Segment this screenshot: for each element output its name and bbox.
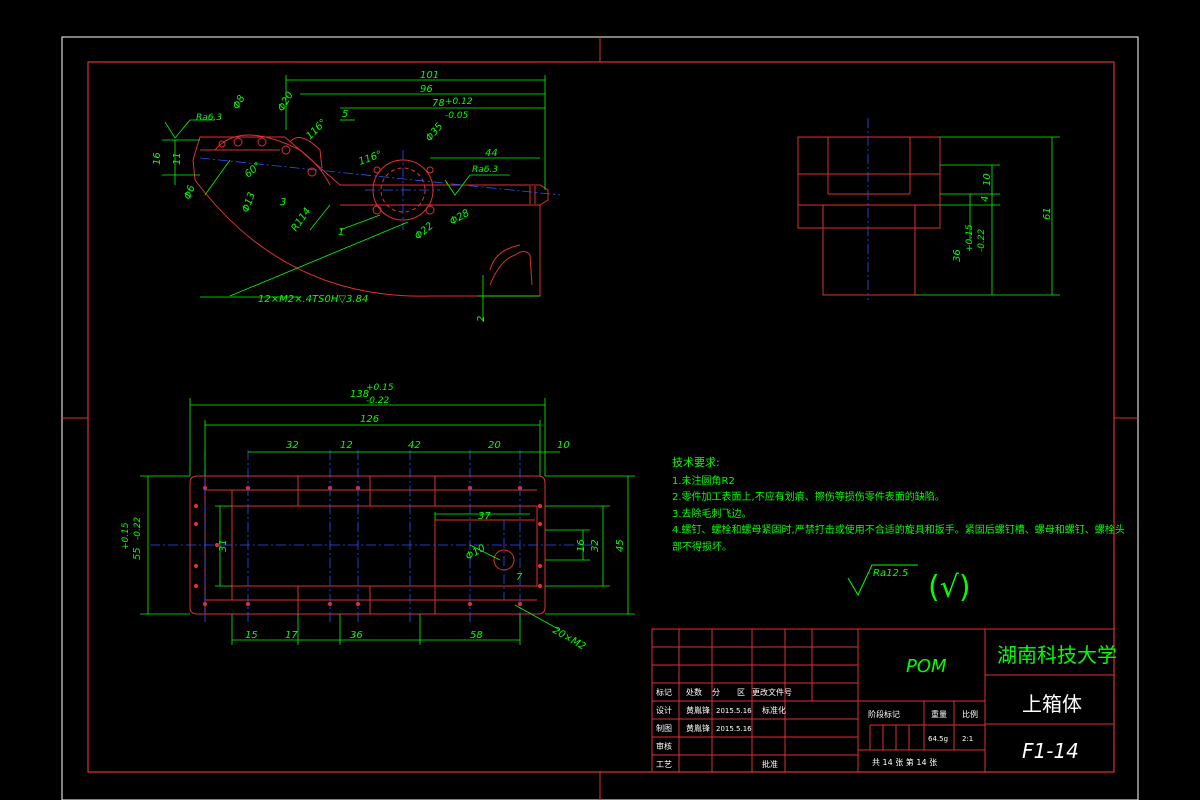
dim-101: 101 xyxy=(420,70,439,81)
side-dim-10: 10 xyxy=(982,173,993,186)
tb-r3-c2: 黄胤锋 xyxy=(686,723,710,733)
tb-weight-value: 64.5g xyxy=(928,735,948,743)
tech-req-item-3: 3.去除毛刺飞边。 xyxy=(672,507,752,520)
dim-3: 3 xyxy=(280,197,286,208)
tb-r1-c5: 更改文件号 xyxy=(752,687,792,697)
tb-part-name: 上箱体 xyxy=(1022,692,1082,716)
front-dim-45: 45 xyxy=(615,539,626,552)
front-dim-phi10: Φ10 xyxy=(464,543,487,563)
front-dim-55-tol-dn: -0.22 xyxy=(133,516,143,540)
front-dim-138: 138 xyxy=(350,389,369,400)
side-dim-61: 61 xyxy=(1042,207,1053,220)
tech-req-item-5: 部不得损坏。 xyxy=(672,540,732,553)
dim-phi8: Φ8 xyxy=(231,94,248,112)
front-dim-138-tol-up: +0.15 xyxy=(366,383,394,393)
tb-sheet: 共 14 张 第 14 张 xyxy=(872,757,937,767)
dim-phi13: Φ13 xyxy=(240,191,257,214)
front-dim-16: 16 xyxy=(576,539,587,552)
tb-school: 湖南科技大学 xyxy=(997,643,1117,667)
tb-scale-value: 2:1 xyxy=(962,735,973,743)
dim-5: 5 xyxy=(342,109,348,120)
tb-r1-c4: 区 xyxy=(737,688,745,697)
front-dim-31: 31 xyxy=(218,539,229,552)
tb-r2-c4: 标准化 xyxy=(762,705,786,715)
dim-phi22: Φ22 xyxy=(413,221,436,243)
dim-78: 78 xyxy=(432,98,445,109)
front-dim-7: 7 xyxy=(516,572,523,583)
front-dim-10: 10 xyxy=(557,440,570,451)
tb-r1-c1: 标记 xyxy=(656,687,672,697)
dim-78-tol-up: +0.12 xyxy=(445,97,473,107)
roughness-symbol xyxy=(847,564,918,597)
dim-phi28: Φ28 xyxy=(448,208,471,228)
dim-78-tol-dn: -0.05 xyxy=(445,111,469,121)
front-dim-chamfer: 20×M2 xyxy=(551,625,588,653)
front-dim-55: 55 xyxy=(132,547,143,560)
front-view: 138 +0.15 -0.22 126 32 12 42 20 10 37 55… xyxy=(121,383,635,653)
tech-req-item-2: 2.零件加工表面上,不应有划痕、擦伤等损伤零件表面的缺陷。 xyxy=(672,490,945,503)
front-dim-126: 126 xyxy=(360,414,379,425)
dim-60: 60° xyxy=(243,160,264,180)
front-dim-58: 58 xyxy=(470,630,483,641)
dim-11: 11 xyxy=(172,152,183,165)
roughness-mark: (√) xyxy=(928,570,971,605)
thread-callout: 12×M2×.4TS0H▽3.84 xyxy=(258,294,368,305)
dim-96: 96 xyxy=(420,84,433,95)
dim-phi35: Φ35 xyxy=(424,121,446,144)
dim-116b: 116° xyxy=(357,149,383,168)
tb-r1-c2: 处数 xyxy=(686,687,702,697)
tb-scale-label: 比例 xyxy=(962,709,978,719)
front-dim-32b: 32 xyxy=(590,539,601,552)
roughness-b: Ra6.3 xyxy=(472,165,498,175)
front-dim-36: 36 xyxy=(350,630,363,641)
side-dim-36: 36 xyxy=(952,249,963,262)
tech-req-item-4: 4.螺钉、螺栓和螺母紧固时,严禁打击或使用不合适的旋具和扳手。紧固后螺钉槽、螺母… xyxy=(672,523,1125,536)
tb-r2-c3: 2015.5.16 xyxy=(716,707,752,715)
roughness-value: Ra12.5 xyxy=(873,568,908,579)
tech-req-item-1: 1.未注圆角R2 xyxy=(672,474,735,487)
front-dim-15: 15 xyxy=(245,630,258,641)
front-dim-20: 20 xyxy=(488,440,501,451)
tb-r2-c2: 黄胤锋 xyxy=(686,705,710,715)
tb-material: POM xyxy=(906,656,947,677)
tb-r2-c1: 设计 xyxy=(656,705,672,715)
tb-r5-c2: 批准 xyxy=(762,759,778,769)
dim-phi20: Φ20 xyxy=(276,90,296,113)
tb-r4-c1: 审核 xyxy=(656,741,672,751)
dim-44: 44 xyxy=(485,148,498,159)
dim-r114: R114 xyxy=(289,206,313,234)
dim-2: 2 xyxy=(476,316,487,322)
side-dim-36-tol-up: +0.15 xyxy=(965,224,975,252)
tb-r3-c3: 2015.5.16 xyxy=(716,725,752,733)
dim-phi6: Φ6 xyxy=(182,184,197,201)
side-dim-36-tol-dn: -0.22 xyxy=(977,228,987,252)
title-block: POM 湖南科技大学 上箱体 F1-14 标记 处数 分 区 更改文件号 设计 … xyxy=(651,628,1117,773)
front-dim-37: 37 xyxy=(478,511,491,522)
top-view: 101 96 78 +0.12 -0.05 44 5 16 11 Φ8 Φ20 … xyxy=(152,70,561,322)
tb-r1-c3: 分 xyxy=(712,688,720,697)
tech-req-title: 技术要求: xyxy=(672,456,720,469)
dim-116a: 116° xyxy=(304,117,329,142)
front-dim-32: 32 xyxy=(286,440,299,451)
tech-requirements: 技术要求: 1.未注圆角R2 2.零件加工表面上,不应有划痕、擦伤等损伤零件表面… xyxy=(672,456,1125,605)
front-dim-17: 17 xyxy=(285,630,298,641)
drawing-frame xyxy=(61,36,1139,800)
front-dim-12: 12 xyxy=(340,440,353,451)
side-view: 10 4 61 36 +0.15 -0.22 xyxy=(797,118,1060,300)
tb-stage-label: 阶段标记 xyxy=(868,709,900,719)
tb-r5-c1: 工艺 xyxy=(656,760,672,769)
dim-16: 16 xyxy=(152,152,163,165)
tb-drawing-no: F1-14 xyxy=(1022,739,1079,763)
front-dim-138-tol-dn: -0.22 xyxy=(366,396,390,406)
roughness-a: Ra6.3 xyxy=(196,113,222,123)
side-dim-4: 4 xyxy=(980,196,991,202)
front-dim-55-tol-up: +0.15 xyxy=(121,522,131,550)
front-dim-42: 42 xyxy=(408,440,421,451)
tb-weight-label: 重量 xyxy=(931,709,947,719)
dim-1: 1 xyxy=(338,227,344,238)
tb-r3-c1: 制图 xyxy=(656,723,672,733)
